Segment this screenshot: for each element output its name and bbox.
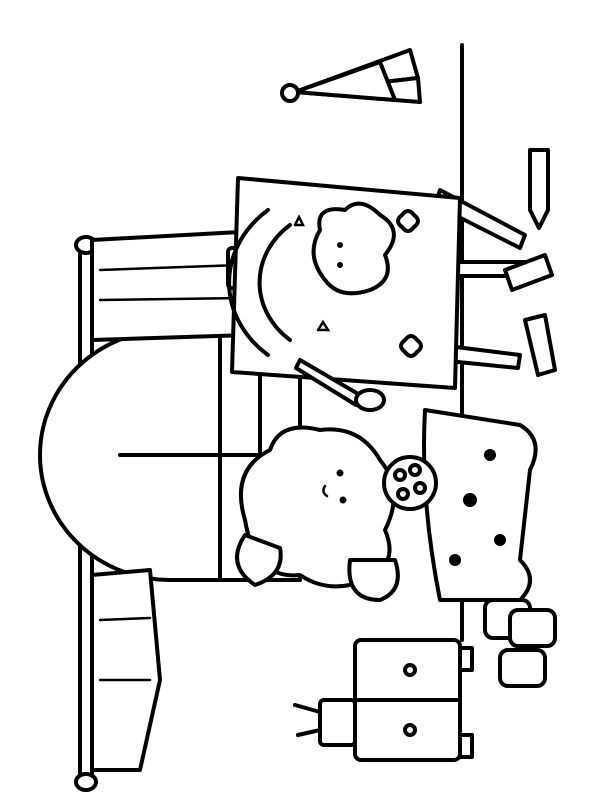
curtain-top <box>90 230 250 342</box>
bear-painter <box>235 358 538 602</box>
drawer-cabinet <box>293 638 474 762</box>
bear-body <box>422 408 538 602</box>
paint-palette <box>382 455 438 511</box>
folded-fan <box>280 48 422 104</box>
bear-paw <box>354 388 386 412</box>
cloud-bear-painting <box>311 201 396 296</box>
bear-ear <box>347 558 400 602</box>
flower-icon <box>396 209 420 233</box>
flower-icon <box>399 334 423 358</box>
painting-canvas <box>227 176 462 390</box>
curtain-bottom <box>90 568 162 772</box>
crayons <box>503 148 557 377</box>
sparkle-icon <box>293 214 306 227</box>
brush-cup <box>318 698 357 747</box>
bear-ear <box>235 533 283 587</box>
sparkle-icon <box>316 319 331 332</box>
paint-pots <box>483 598 557 688</box>
